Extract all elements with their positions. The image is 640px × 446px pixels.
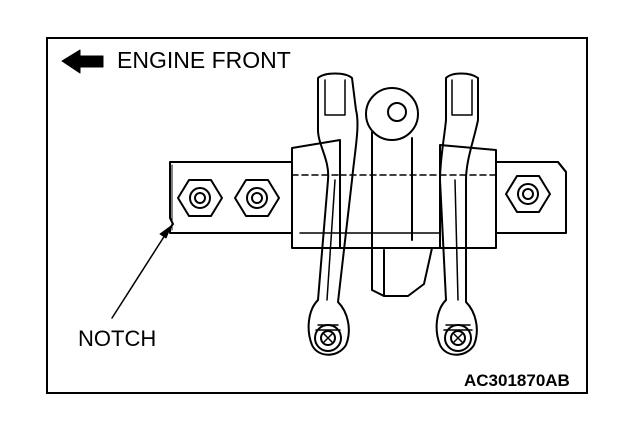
notch-leader-arrow (111, 225, 172, 319)
shaft-bolt-2 (234, 179, 280, 217)
left-arrow-icon (61, 49, 104, 74)
figure-code: AC301870AB (464, 371, 570, 390)
shaft-bolt-3 (505, 175, 551, 213)
center-support (365, 87, 433, 297)
rocker-arm-left (307, 72, 359, 356)
shaft-bolt-1 (177, 179, 223, 217)
rocker-shaft (169, 161, 567, 234)
rocker-arm-right (435, 72, 479, 356)
notch-label: NOTCH (78, 326, 157, 351)
engine-front-label: ENGINE FRONT (117, 47, 291, 73)
rocker-body (291, 139, 497, 249)
